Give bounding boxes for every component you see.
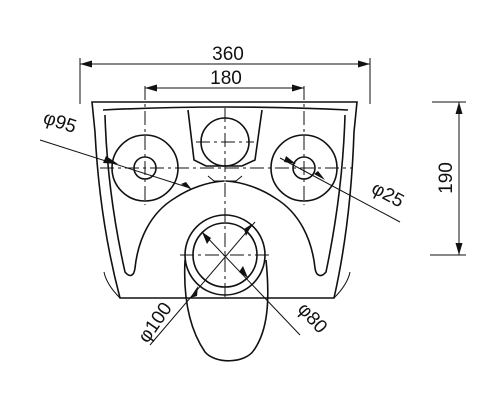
- label-phi25: φ25: [368, 178, 407, 212]
- arrow-phi95-b: [181, 182, 192, 190]
- leader-phi80: [201, 231, 301, 336]
- arrow-190-bottom: [455, 243, 463, 255]
- label-190: 190: [436, 162, 457, 194]
- arrow-phi25-b: [314, 171, 325, 180]
- center-notch: [207, 175, 243, 182]
- right-fixing-ear: [225, 114, 346, 277]
- top-rim: [102, 106, 349, 111]
- outlet-spigot: [183, 259, 269, 362]
- bowl-rim-line: [103, 271, 351, 299]
- arrow-phi80-b: [239, 266, 248, 278]
- arrow-phi95-a: [103, 156, 118, 164]
- arrow-180-left: [145, 84, 157, 92]
- label-phi95: φ95: [41, 108, 79, 138]
- arrow-180-right: [292, 84, 304, 92]
- leader-phi95: [39, 139, 191, 189]
- arrow-phi100-a: [190, 286, 198, 298]
- leader-phi25: [279, 157, 401, 223]
- label-360: 360: [212, 44, 244, 65]
- arrow-phi100-b: [244, 224, 252, 236]
- label-phi100: φ100: [134, 299, 176, 347]
- arrow-phi80-a: [202, 232, 211, 244]
- left-fixing-ear: [104, 114, 225, 277]
- arrow-phi25-a: [284, 156, 296, 164]
- arrow-360-right: [358, 60, 370, 68]
- leader-phi100: [149, 221, 256, 346]
- label-180: 180: [210, 68, 242, 89]
- label-phi80: φ80: [293, 299, 331, 338]
- arrow-360-left: [80, 60, 92, 68]
- arrow-190-top: [455, 102, 463, 114]
